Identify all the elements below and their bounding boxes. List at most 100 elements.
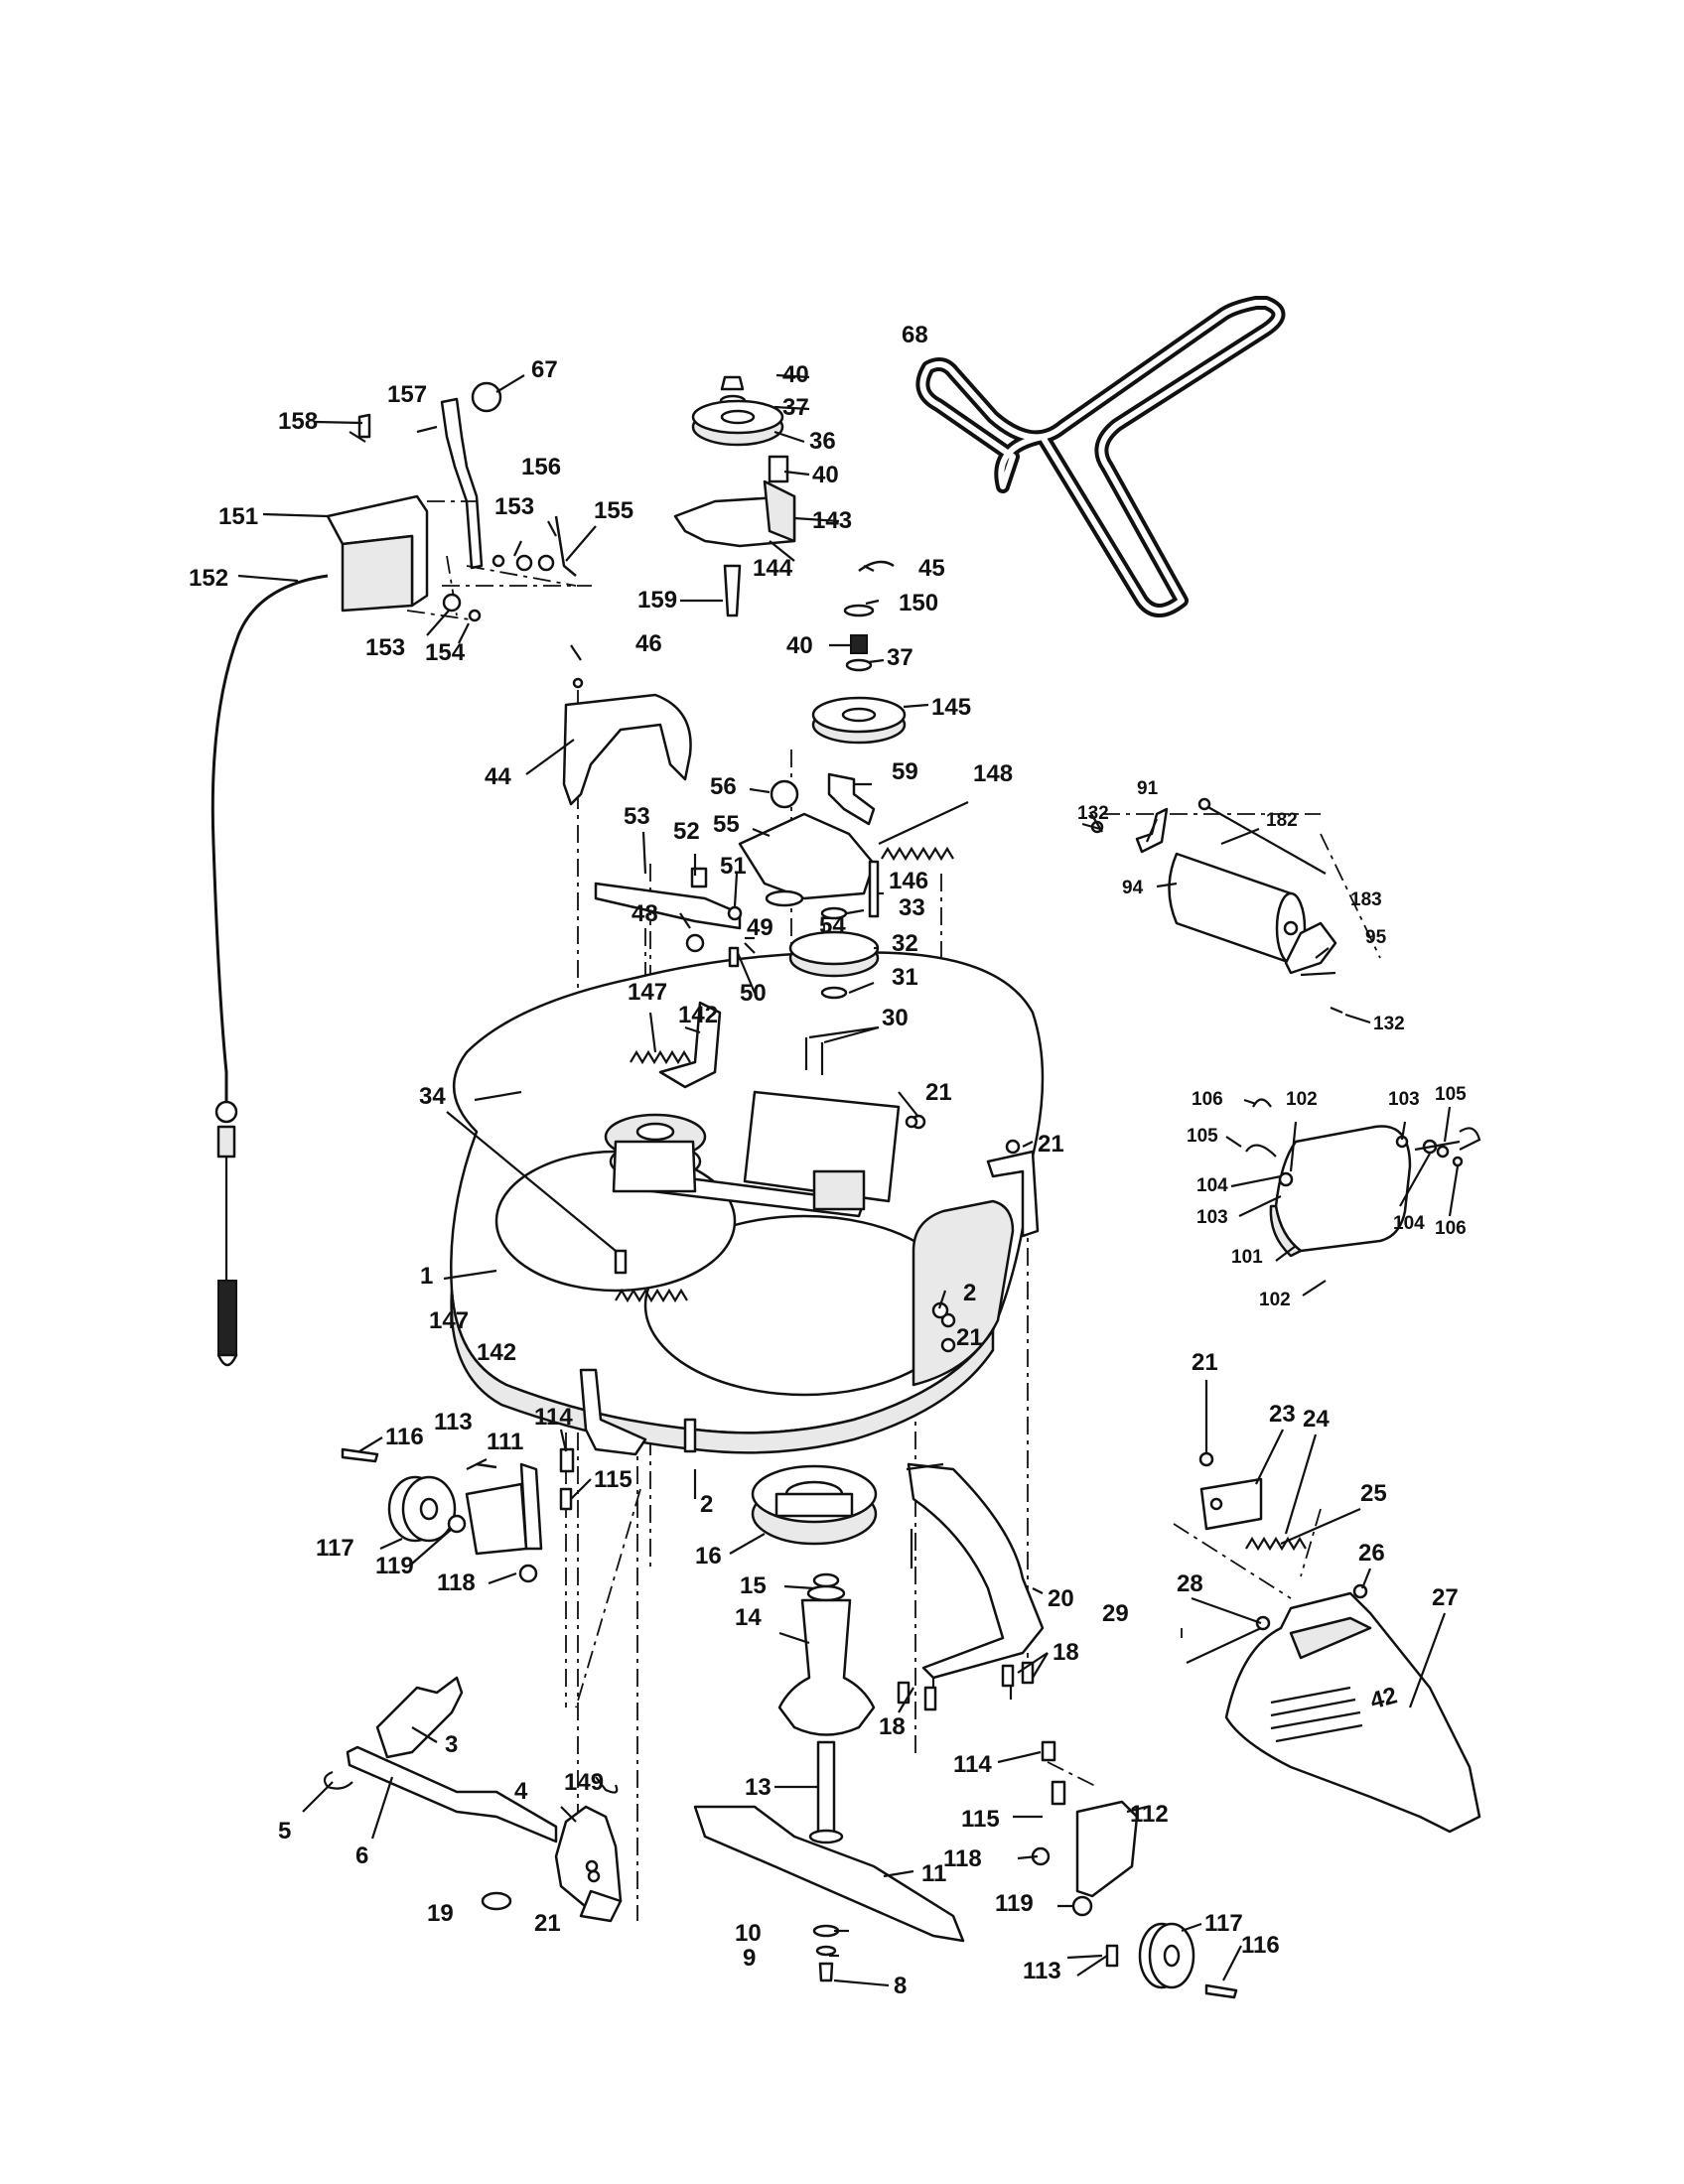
label-part-37-bottom: 37 <box>887 644 913 671</box>
label-part-40-c: 40 <box>786 632 813 659</box>
label-part-142-top: 142 <box>678 1002 718 1028</box>
label-part-94: 94 <box>1122 878 1144 898</box>
label-part-2-bottom: 2 <box>700 1491 713 1518</box>
label-part-112: 112 <box>1130 1801 1169 1828</box>
label-part-132-bottom: 132 <box>1373 1014 1405 1034</box>
label-part-147-top: 147 <box>628 979 667 1006</box>
label-part-102-bottom: 102 <box>1259 1290 1291 1310</box>
left-gauge-wheel <box>341 1447 575 1583</box>
label-part-31: 31 <box>892 964 918 991</box>
label-part-95: 95 <box>1365 927 1387 948</box>
label-part-30: 30 <box>882 1005 909 1031</box>
label-part-103-left: 103 <box>1196 1207 1228 1228</box>
label-part-36: 36 <box>809 428 836 455</box>
label-part-51: 51 <box>720 853 747 880</box>
label-part-8: 8 <box>894 1973 907 1999</box>
label-part-45: 45 <box>918 555 945 582</box>
label-part-21-d: 21 <box>534 1910 561 1937</box>
label-part-28: 28 <box>1177 1570 1203 1597</box>
label-part-151: 151 <box>218 503 258 530</box>
label-part-56: 56 <box>710 773 737 800</box>
label-part-49: 49 <box>747 914 773 941</box>
label-part-154: 154 <box>425 639 466 666</box>
label-part-3: 3 <box>445 1731 458 1758</box>
label-part-54: 54 <box>819 912 846 939</box>
springs <box>615 846 1307 1552</box>
label-part-37-top: 37 <box>782 394 809 421</box>
label-part-52: 52 <box>673 818 700 845</box>
label-part-53: 53 <box>624 803 650 830</box>
spindle-and-blade <box>693 1464 965 1982</box>
lift-lever-assembly <box>326 381 577 622</box>
drive-belt <box>915 296 1286 617</box>
label-part-149: 149 <box>564 1769 604 1796</box>
discharge-chute: 42 <box>1186 1451 1481 1834</box>
label-part-40-a: 40 <box>782 361 809 388</box>
label-part-59: 59 <box>892 758 918 785</box>
label-part-119-right: 119 <box>995 1890 1034 1917</box>
label-part-68: 68 <box>902 322 928 348</box>
label-part-132-top: 132 <box>1077 803 1109 824</box>
label-part-148: 148 <box>973 760 1013 787</box>
label-part-21-a: 21 <box>925 1079 952 1106</box>
label-part-50: 50 <box>740 980 767 1007</box>
label-part-105-left: 105 <box>1187 1126 1218 1147</box>
label-part-115-left: 115 <box>594 1466 632 1493</box>
label-part-182: 182 <box>1266 810 1298 831</box>
label-part-116-left: 116 <box>385 1424 424 1450</box>
label-part-146: 146 <box>889 868 928 894</box>
right-gauge-wheel <box>1031 1740 1238 1999</box>
label-part-40-b: 40 <box>812 462 839 488</box>
label-part-25: 25 <box>1360 1480 1387 1507</box>
label-part-156: 156 <box>521 454 561 480</box>
label-part-10: 10 <box>735 1920 762 1947</box>
label-part-18-right: 18 <box>1052 1639 1079 1666</box>
label-part-101: 101 <box>1231 1247 1263 1268</box>
label-part-21-b: 21 <box>1038 1131 1064 1158</box>
label-part-19: 19 <box>427 1900 454 1927</box>
label-part-116-right: 116 <box>1241 1932 1280 1959</box>
label-part-106-left: 106 <box>1192 1089 1223 1110</box>
tension-pulley <box>788 906 880 1075</box>
label-part-153-bottom: 153 <box>365 634 405 661</box>
label-part-113-left: 113 <box>434 1409 473 1435</box>
label-part-26: 26 <box>1358 1540 1385 1567</box>
label-part-4: 4 <box>514 1778 528 1805</box>
idler-pulley-145 <box>811 560 907 745</box>
label-part-18-left: 18 <box>879 1713 906 1740</box>
label-part-144: 144 <box>753 555 793 582</box>
label-part-32: 32 <box>892 930 918 957</box>
label-part-118-left: 118 <box>437 1570 476 1596</box>
label-part-114-right: 114 <box>953 1751 992 1778</box>
label-part-14: 14 <box>735 1604 762 1631</box>
label-part-23: 23 <box>1269 1401 1296 1428</box>
label-part-145: 145 <box>931 694 971 721</box>
label-part-67: 67 <box>531 356 558 383</box>
label-part-111: 111 <box>487 1429 523 1455</box>
leader-lines <box>237 373 1460 1987</box>
label-part-34: 34 <box>419 1083 446 1110</box>
idler-pulley-top <box>673 375 796 617</box>
mulch-roller-assembly <box>1081 797 1343 1015</box>
mower-deck-housing <box>450 951 1045 1454</box>
label-part-153-top: 153 <box>494 493 534 520</box>
label-part-102-top: 102 <box>1286 1089 1318 1110</box>
label-part-16: 16 <box>695 1543 722 1570</box>
idler-arm-bracket <box>594 772 876 968</box>
label-part-27: 27 <box>1432 1584 1459 1611</box>
label-part-6: 6 <box>355 1843 368 1869</box>
label-part-106-right: 106 <box>1435 1218 1467 1239</box>
label-part-103-right: 103 <box>1388 1089 1420 1110</box>
label-part-142-bottom: 142 <box>477 1339 516 1366</box>
label-part-1: 1 <box>420 1263 433 1290</box>
label-part-183: 183 <box>1350 889 1382 910</box>
label-part-157: 157 <box>387 381 427 408</box>
label-part-24: 24 <box>1303 1406 1330 1433</box>
label-part-46: 46 <box>635 630 662 657</box>
label-part-117-left: 117 <box>316 1535 354 1562</box>
label-part-9: 9 <box>743 1945 756 1972</box>
label-part-143: 143 <box>812 507 852 534</box>
label-part-11: 11 <box>921 1860 946 1887</box>
label-part-155: 155 <box>594 497 633 524</box>
